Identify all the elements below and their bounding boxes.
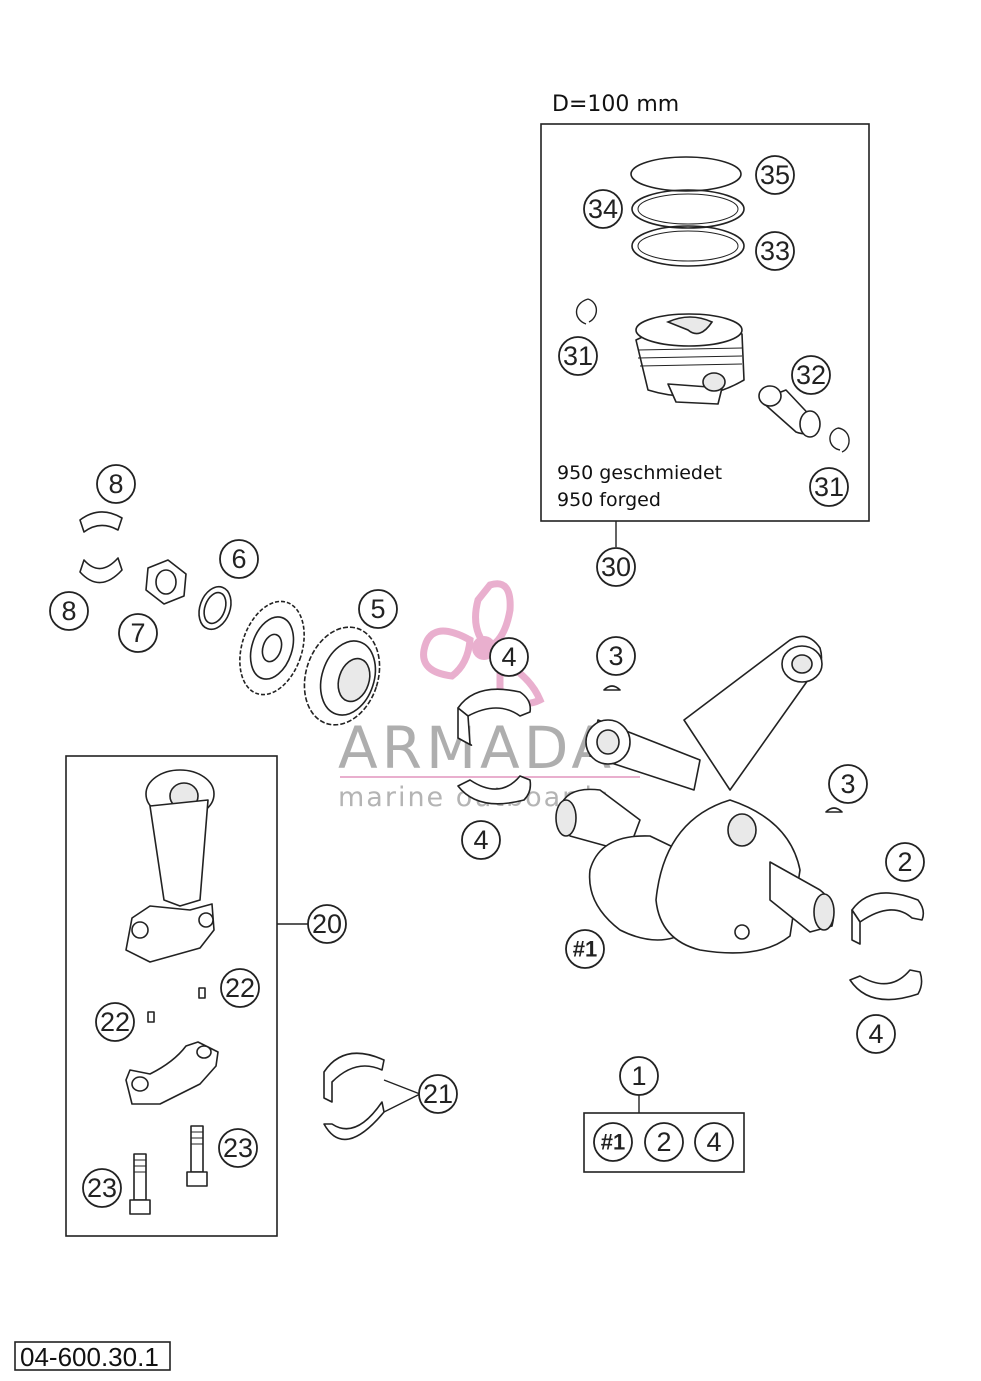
svg-text:21: 21 xyxy=(423,1079,453,1109)
washer-6 xyxy=(198,585,232,631)
svg-text:4: 4 xyxy=(473,825,488,855)
svg-text:34: 34 xyxy=(588,194,618,224)
crankshaft-assembly xyxy=(555,635,835,954)
dowel-22-right xyxy=(198,987,206,999)
kit-note-english: 950 forged xyxy=(557,489,661,511)
svg-text:22: 22 xyxy=(100,1007,130,1037)
callout-2: 2 xyxy=(885,842,925,882)
callout-32: 32 xyxy=(791,355,831,395)
svg-text:2: 2 xyxy=(897,847,912,877)
connecting-rod-20 xyxy=(125,769,215,963)
dowel-22-left xyxy=(147,1011,155,1023)
circlip-31-top xyxy=(575,298,598,325)
watermark-brand: ARMADA xyxy=(338,714,615,782)
reference-number-frame xyxy=(14,1341,171,1371)
piston-pin xyxy=(758,385,821,438)
woodruff-key-3-right xyxy=(825,807,843,813)
leader-21 xyxy=(383,1079,421,1113)
conrod-bolt-23-left xyxy=(129,1153,151,1215)
callout-22-right: 22 xyxy=(220,968,260,1008)
piston-ring-35 xyxy=(630,156,742,192)
svg-text:#1: #1 xyxy=(601,1130,625,1155)
svg-text:22: 22 xyxy=(225,973,255,1003)
svg-text:3: 3 xyxy=(608,641,623,671)
circlip-31-right xyxy=(829,427,850,453)
main-bearing-shell-4-lower xyxy=(457,775,532,805)
callout-34: 34 xyxy=(583,189,623,229)
svg-text:30: 30 xyxy=(601,552,631,582)
kit-1-item-4: 4 xyxy=(694,1122,734,1162)
callout-23-left: 23 xyxy=(82,1168,122,1208)
gear-5 xyxy=(303,626,381,726)
callout-23-right: 23 xyxy=(218,1128,258,1168)
callout-4-right: 4 xyxy=(856,1014,896,1054)
woodruff-key-3-top xyxy=(603,685,621,691)
svg-text:32: 32 xyxy=(796,360,826,390)
kit-note-german: 950 geschmiedet xyxy=(557,462,722,484)
main-bearing-shell-2 xyxy=(851,892,925,945)
svg-text:20: 20 xyxy=(312,909,342,939)
piston-ring-33 xyxy=(631,225,745,267)
piston-diameter-label: D=100 mm xyxy=(552,92,679,117)
conrod-bearing-shell-21-upper xyxy=(323,1052,385,1103)
callout-4-center-top: 4 xyxy=(489,637,529,677)
callout-33: 33 xyxy=(755,231,795,271)
bearing-shell-8-upper xyxy=(79,511,123,533)
svg-text:33: 33 xyxy=(760,236,790,266)
svg-text:31: 31 xyxy=(563,341,593,371)
callout-31-left: 31 xyxy=(558,336,598,376)
callout-30: 30 xyxy=(596,547,636,587)
svg-text:7: 7 xyxy=(130,618,145,648)
svg-text:6: 6 xyxy=(231,544,246,574)
svg-text:#1: #1 xyxy=(573,937,597,962)
callout-8-top: 8 xyxy=(96,464,136,504)
callout-20: 20 xyxy=(307,904,347,944)
callout-5: 5 xyxy=(358,589,398,629)
sprocket-wheel xyxy=(239,600,305,696)
main-bearing-shell-4-right xyxy=(849,969,923,1001)
kit-1-item-crankshaft: #1 xyxy=(593,1122,633,1162)
conrod-cap xyxy=(125,1041,219,1105)
svg-text:4: 4 xyxy=(706,1127,721,1157)
callout-7: 7 xyxy=(118,613,158,653)
callout-crankshaft: #1 xyxy=(565,929,605,969)
callout-8-bottom: 8 xyxy=(49,591,89,631)
callout-6: 6 xyxy=(219,539,259,579)
callout-31-right: 31 xyxy=(809,467,849,507)
svg-text:2: 2 xyxy=(656,1127,671,1157)
callout-1: 1 xyxy=(619,1056,659,1096)
svg-text:5: 5 xyxy=(370,594,385,624)
piston-kit-frame xyxy=(540,123,870,522)
main-bearing-shell-4-upper xyxy=(457,688,532,746)
hex-nut-7 xyxy=(145,559,187,605)
svg-text:23: 23 xyxy=(223,1133,253,1163)
piston-ring-34 xyxy=(631,189,745,229)
conrod-bolt-23-right xyxy=(186,1125,208,1187)
svg-text:35: 35 xyxy=(760,160,790,190)
svg-text:8: 8 xyxy=(108,469,123,499)
svg-text:4: 4 xyxy=(868,1019,883,1049)
conrod-kit-frame xyxy=(65,755,278,1237)
reference-number: 04-600.30.1 xyxy=(20,1342,159,1372)
svg-text:31: 31 xyxy=(814,472,844,502)
callout-3-top: 3 xyxy=(596,636,636,676)
kit-1-frame xyxy=(583,1112,745,1173)
callout-4-center-bottom: 4 xyxy=(461,820,501,860)
callout-3-right: 3 xyxy=(828,764,868,804)
svg-text:8: 8 xyxy=(61,596,76,626)
piston-32 xyxy=(635,313,745,405)
svg-text:3: 3 xyxy=(840,769,855,799)
kit-1-item-2: 2 xyxy=(644,1122,684,1162)
conrod-bearing-shell-21-lower xyxy=(323,1101,385,1141)
callout-22-left: 22 xyxy=(95,1002,135,1042)
bearing-shell-8-lower xyxy=(79,557,123,584)
svg-text:1: 1 xyxy=(631,1061,646,1091)
svg-text:4: 4 xyxy=(501,642,516,672)
callout-35: 35 xyxy=(755,155,795,195)
callout-21: 21 xyxy=(418,1074,458,1114)
svg-text:23: 23 xyxy=(87,1173,117,1203)
